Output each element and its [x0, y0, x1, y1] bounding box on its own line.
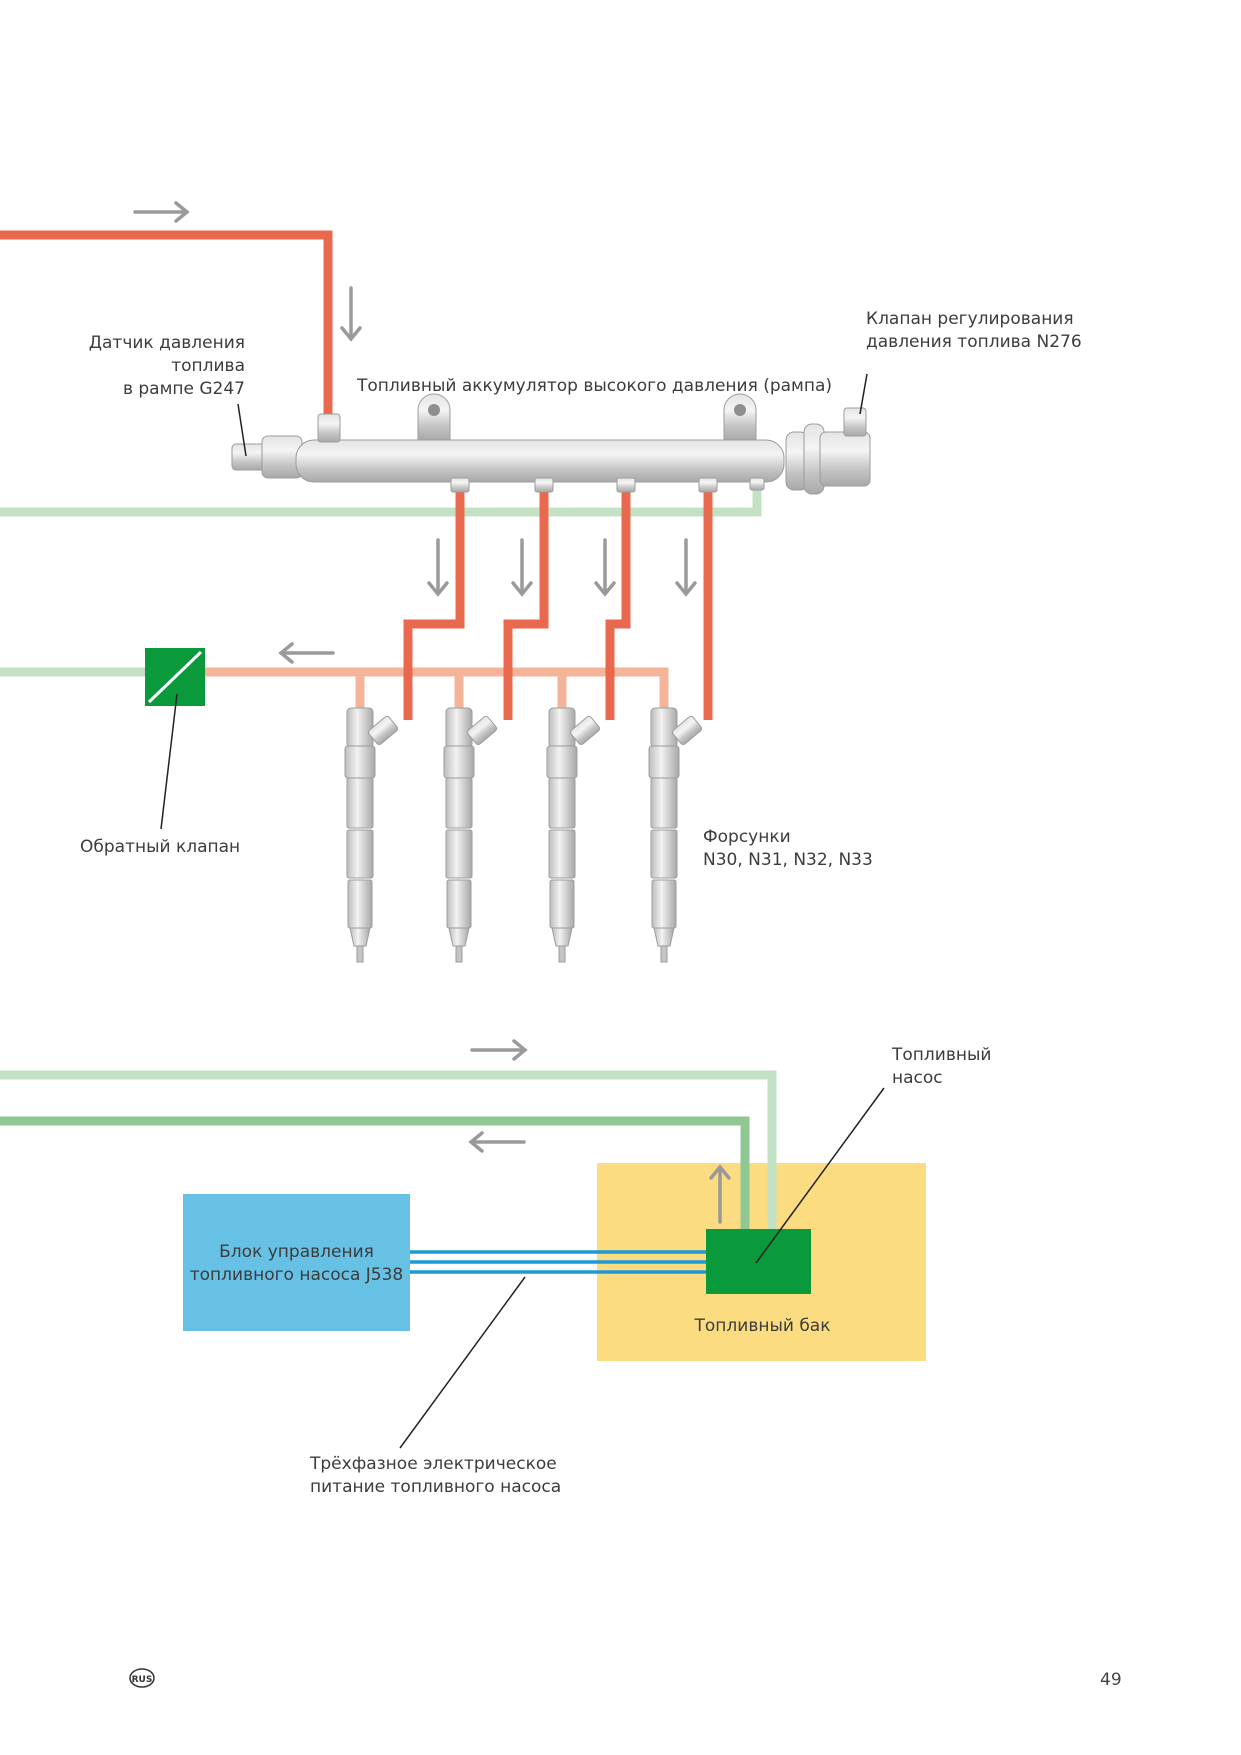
injector-feed-line-1	[403, 488, 465, 720]
injector-feed-line-2	[503, 488, 549, 720]
language-badge-icon: RUS	[129, 1668, 155, 1688]
high-pressure-feed-line	[0, 230, 333, 418]
check-valve-label: Обратный клапан	[80, 837, 241, 857]
control-unit-label: Блок управления топливного насоса J538	[189, 1242, 404, 1285]
pressure-regulating-valve	[785, 407, 871, 495]
pressure-sensor-label: Датчик давления топлива в рампе G247	[88, 333, 245, 399]
arrow-left-tank-return-icon	[468, 1131, 526, 1153]
fuel-return-line	[0, 1116, 750, 1232]
fuel-tank-label: Топливный бак	[694, 1316, 831, 1336]
injector-n33	[648, 707, 704, 963]
check-valve	[145, 648, 205, 706]
flow-arrows	[133, 201, 731, 1224]
injector-n31	[443, 707, 499, 963]
arrow-down-injector-4-icon	[675, 538, 697, 597]
fuel-pump	[706, 1229, 811, 1294]
fuel-rail-label: Топливный аккумулятор высокого давления …	[357, 376, 833, 396]
arrow-up-pump-icon	[709, 1164, 731, 1224]
fuel-pump-label: Топливный насос	[892, 1045, 992, 1088]
fuel-rail	[231, 393, 785, 493]
three-phase-power-lines	[410, 1250, 708, 1274]
injectors-label: Форсунки N30, N31, N32, N33	[703, 827, 873, 870]
arrow-right-top-icon	[133, 201, 190, 223]
control-unit-j538	[183, 1194, 410, 1331]
arrow-down-feed-icon	[340, 286, 362, 342]
arrow-down-injector-3-icon	[594, 538, 616, 597]
svg-text:RUS: RUS	[132, 1675, 153, 1685]
injector-n32	[546, 707, 602, 963]
arrow-down-injector-2-icon	[511, 538, 533, 597]
arrow-left-return-icon	[278, 642, 335, 664]
injector-n30	[344, 707, 400, 963]
power-supply-label: Трёхфазное электрическое питание топливн…	[310, 1454, 562, 1497]
arrow-down-injector-1-icon	[427, 538, 449, 597]
injector-feed-line-3	[605, 488, 631, 720]
leader-lines	[160, 373, 885, 1449]
page-number: 49	[1100, 1670, 1122, 1690]
rail-return-line	[0, 486, 762, 517]
injector-return-line	[198, 667, 669, 710]
arrow-right-supply-icon	[470, 1039, 528, 1061]
regulating-valve-label: Клапан регулирования давления топлива N2…	[866, 309, 1082, 352]
